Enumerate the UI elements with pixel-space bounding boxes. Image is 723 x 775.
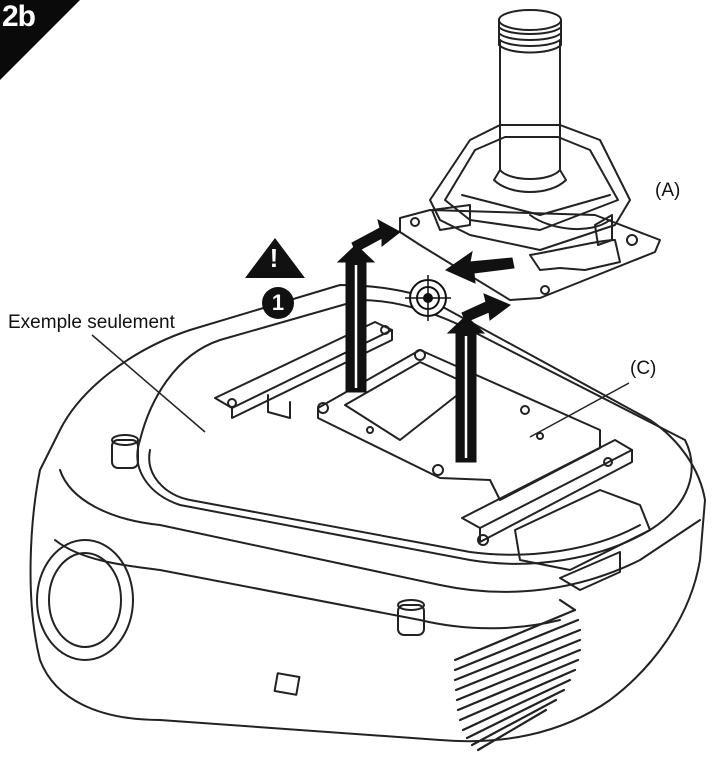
label-leader-c [529, 382, 630, 438]
vent-grille [453, 598, 582, 752]
arrow-left-icon [444, 250, 515, 284]
projector-body [29, 284, 706, 743]
mount-body [429, 124, 631, 251]
step-number: 2b [2, 0, 36, 33]
projector-lens [36, 539, 134, 661]
projector-top-surface [136, 299, 693, 565]
mount-rail-left [214, 321, 393, 419]
projector-foot-front [397, 599, 425, 636]
label-leader-example [91, 334, 206, 433]
label-a: (A) [655, 180, 681, 201]
alignment-target-icon [405, 275, 451, 321]
mount-plate-a [399, 209, 661, 301]
warning-icon [245, 238, 305, 278]
label-c: (C) [630, 358, 657, 379]
mount-pipe [493, 9, 567, 193]
projector-foot-left [111, 434, 139, 469]
adapter-plate-c [317, 349, 601, 501]
numbered-callout-icon: 1 [262, 287, 294, 319]
label-example: Exemple seulement [8, 312, 175, 333]
arrow-up-right-icon [461, 293, 511, 323]
projector-port [273, 672, 301, 696]
warning-mark: ! [269, 243, 279, 273]
step-corner-badge [0, 0, 80, 80]
arrow-up-right-icon [351, 219, 401, 253]
